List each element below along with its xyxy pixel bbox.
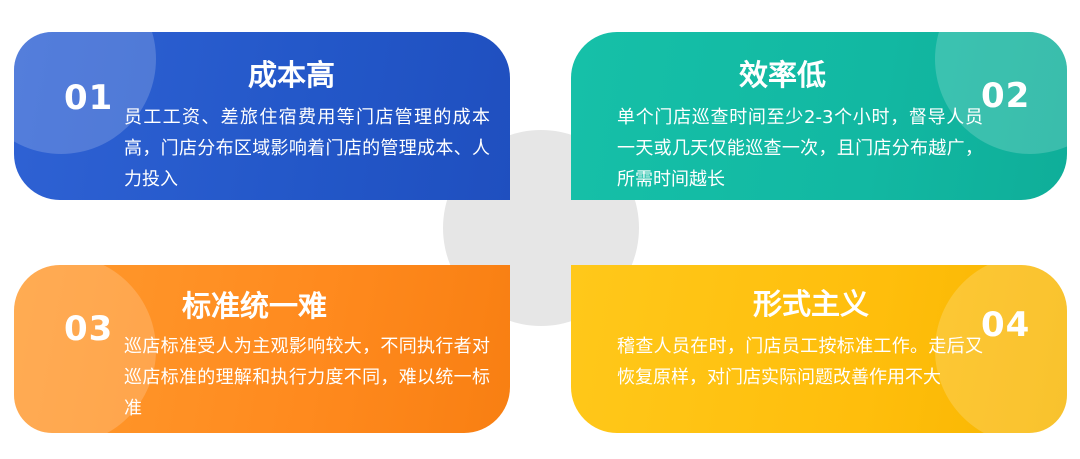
card-description: 单个门店巡查时间至少2-3个小时，督导人员一天或几天仅能巡查一次，且门店分布越广… (617, 107, 983, 190)
card-number: 03 (64, 309, 114, 349)
card-formalism: 04 形式主义 稽查人员在时，门店员工按标准工作。走后又恢复原样，对门店实际问题… (571, 265, 1067, 433)
card-number: 02 (981, 76, 1031, 116)
card-title: 标准统一难 (182, 289, 328, 323)
card-cost-high: 01 成本高 员工工资、差旅住宿费用等门店管理的成本高，门店分布区域影响着门店的… (14, 32, 510, 200)
card-efficiency-low: 02 效率低 单个门店巡查时间至少2-3个小时，督导人员一天或几天仅能巡查一次，… (571, 32, 1067, 200)
decorative-bubble (14, 265, 156, 433)
card-title: 形式主义 (753, 287, 870, 321)
card-description: 稽查人员在时，门店员工按标准工作。走后又恢复原样，对门店实际问题改善作用不大 (617, 336, 983, 388)
card-standard-hard: 03 标准统一难 巡店标准受人为主观影响较大，不同执行者对巡店标准的理解和执行力… (14, 265, 510, 433)
card-title: 效率低 (739, 58, 827, 92)
card-description: 巡店标准受人为主观影响较大，不同执行者对巡店标准的理解和执行力度不同，难以统一标… (124, 336, 490, 419)
card-description: 员工工资、差旅住宿费用等门店管理的成本高，门店分布区域影响着门店的管理成本、人力… (124, 107, 490, 190)
card-title: 成本高 (248, 58, 336, 92)
card-number: 01 (64, 78, 114, 118)
card-number: 04 (981, 305, 1031, 345)
decorative-bubble (935, 265, 1067, 433)
